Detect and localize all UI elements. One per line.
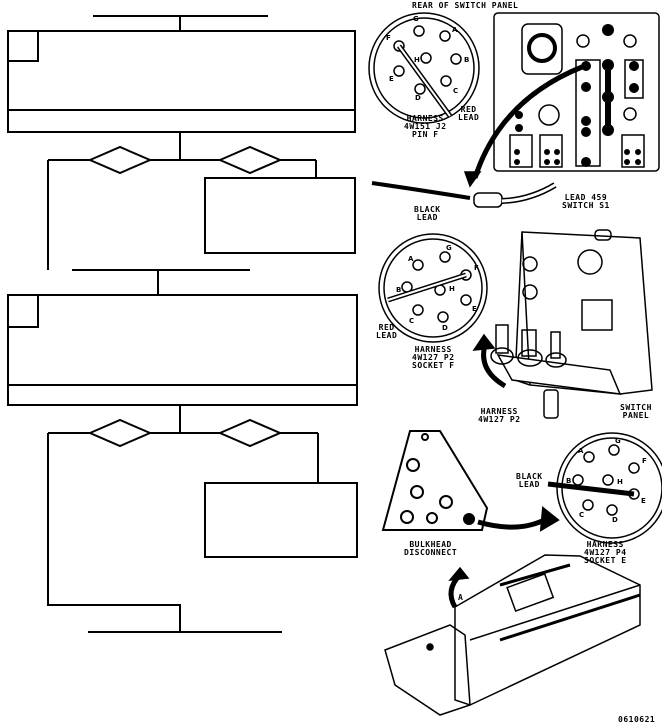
svg-text:C: C — [409, 317, 414, 325]
svg-text:H: H — [617, 478, 623, 486]
figure-id: 0610621 — [618, 715, 656, 724]
svg-text:F: F — [642, 457, 647, 465]
svg-text:A: A — [408, 255, 414, 263]
svg-text:G: G — [446, 244, 452, 252]
bulkhead-disconnect-illustration — [381, 430, 560, 532]
decision-diamond-yes-1 — [87, 145, 153, 175]
harness-p2-connector: A G F H B E C D — [378, 233, 488, 343]
label-bulkhead-disconnect: BULKHEAD DISCONNECT — [404, 540, 458, 557]
label-red-lead-2: RED LEAD — [376, 323, 398, 340]
svg-text:B: B — [396, 286, 401, 294]
step-box-4 — [204, 482, 358, 558]
vehicle-illustration — [384, 554, 641, 716]
svg-text:D: D — [612, 516, 618, 524]
svg-text:G: G — [615, 437, 621, 445]
label-red-lead-1: RED LEAD — [458, 105, 480, 122]
svg-text:F: F — [386, 34, 391, 42]
step-box-2 — [204, 177, 356, 254]
harness-j2-connector: G A B C D E F H — [368, 12, 480, 124]
label-harness-p2-socket: HARNESS 4W127 P2 SOCKET F — [412, 345, 455, 370]
svg-text:A: A — [578, 447, 584, 455]
svg-text:B: B — [464, 56, 469, 64]
step-number-box-1 — [7, 30, 39, 62]
label-lead-459: LEAD 459 SWITCH S1 — [562, 193, 610, 210]
step-box-3 — [7, 294, 358, 406]
label-rear-of-switch-panel: REAR OF SWITCH PANEL — [412, 1, 519, 10]
svg-text:E: E — [389, 75, 394, 83]
svg-text:A: A — [452, 26, 458, 34]
label-black-lead-2: BLACK LEAD — [516, 472, 543, 489]
svg-text:B: B — [566, 477, 571, 485]
label-black-lead-1: BLACK LEAD — [414, 205, 441, 222]
svg-text:H: H — [414, 56, 420, 64]
label-harness-j2: HARNESS 4W151 J2 PIN F — [404, 114, 447, 139]
label-harness-p4: HARNESS 4W127 P4 SOCKET E — [584, 540, 627, 565]
lead-459-wire — [371, 181, 557, 208]
decision-diamond-no-1 — [217, 145, 283, 175]
svg-text:C: C — [453, 87, 458, 95]
callout-a: A — [458, 593, 464, 602]
flowchart — [7, 15, 358, 633]
svg-text:G: G — [413, 15, 419, 23]
svg-text:D: D — [442, 324, 448, 332]
decision-diamond-yes-2 — [87, 418, 153, 448]
label-switch-panel: SWITCH PANEL — [620, 403, 652, 420]
svg-text:F: F — [474, 264, 479, 272]
step-box-1 — [7, 30, 356, 133]
step-number-box-3 — [7, 294, 39, 328]
svg-text:E: E — [641, 497, 646, 505]
label-harness-p2: HARNESS 4W127 P2 — [478, 407, 521, 424]
connector-line — [47, 433, 181, 632]
decision-diamond-no-2 — [217, 418, 283, 448]
switch-panel-illustration — [472, 229, 653, 419]
rear-switch-panel-illustration — [463, 12, 660, 188]
svg-text:D: D — [415, 94, 421, 102]
harness-p4-connector: A G F H B E C D — [547, 432, 662, 544]
svg-text:C: C — [579, 511, 584, 519]
svg-text:E: E — [472, 305, 477, 313]
svg-text:H: H — [449, 285, 455, 293]
